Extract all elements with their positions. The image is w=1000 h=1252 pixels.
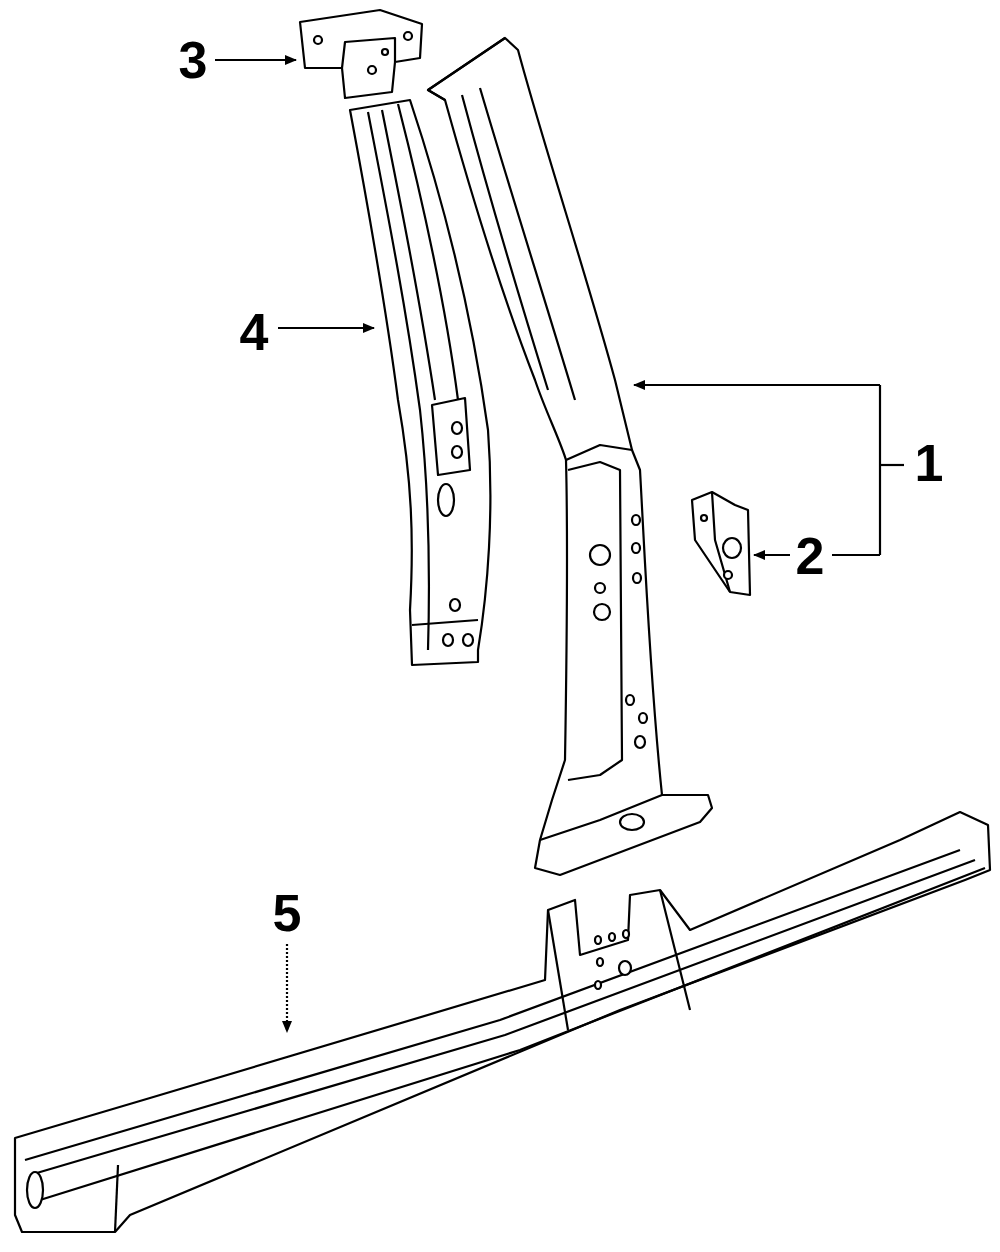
bracket-line	[832, 554, 880, 556]
callout-number: 4	[240, 306, 269, 358]
bracket-line	[879, 385, 881, 555]
callout-number: 3	[179, 34, 208, 86]
bracket-line	[880, 464, 904, 466]
leader-line	[634, 384, 880, 386]
leader-line	[754, 554, 790, 556]
leader-line	[215, 59, 296, 61]
callout-number: 2	[796, 530, 825, 582]
upper-bracket	[300, 10, 422, 98]
leader-lines	[215, 60, 904, 1032]
rocker-panel	[15, 812, 990, 1232]
callout-number: 5	[273, 887, 302, 939]
outer-pillar	[428, 38, 712, 875]
leader-line	[286, 944, 288, 1032]
callout-number: 1	[915, 437, 944, 489]
leader-line	[278, 327, 374, 329]
reinforcement-plate	[692, 492, 750, 595]
